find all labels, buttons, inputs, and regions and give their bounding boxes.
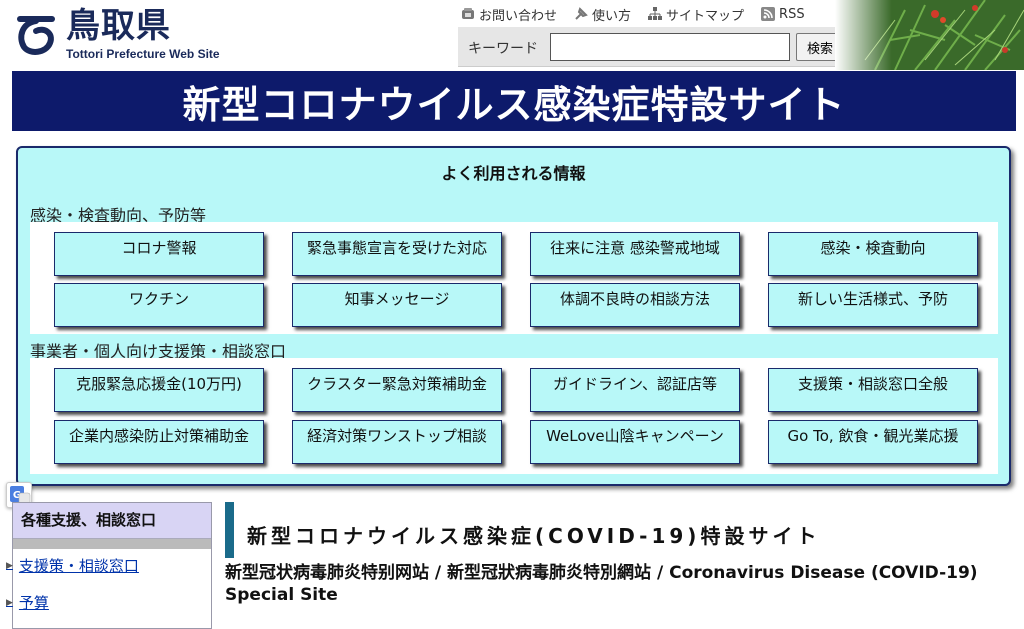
section-label-infection: 感染・検査動向、予防等 (30, 206, 207, 225)
illness-consultation-button[interactable]: 体調不良時の相談方法 (530, 283, 740, 327)
usage-link[interactable]: 使い方 (573, 5, 631, 24)
search-box: キーワード 検索 (458, 27, 906, 67)
contact-link-label: お問い合わせ (479, 8, 558, 24)
goto-support-button[interactable]: Go To, 飲食・観光業応援 (768, 420, 978, 464)
vaccine-button[interactable]: ワクチン (54, 283, 264, 327)
logo-english-text: Tottori Prefecture Web Site (66, 47, 220, 61)
site-header: 鳥取県 Tottori Prefecture Web Site お問い合わせ 使… (0, 0, 1024, 70)
svg-text:G: G (13, 490, 21, 501)
sitemap-link[interactable]: サイトマップ (647, 5, 744, 24)
prefecture-emblem-icon (17, 16, 55, 55)
sitemap-icon (648, 7, 663, 20)
frequently-used-info-panel: よく利用される情報 感染・検査動向、予防等 コロナ警報 緊急事態宣言を受けた対応… (16, 146, 1011, 486)
rss-link[interactable]: RSS (760, 6, 805, 22)
content-heading: 新型コロナウイルス感染症(COVID-19)特設サイト (225, 502, 1015, 558)
sidebar-item-label: 支援策・相談窓口 (18, 557, 139, 575)
sidebar-item-support[interactable]: ▶ 支援策・相談窓口 (6, 555, 139, 576)
section-buttons-infection: コロナ警報 緊急事態宣言を受けた対応 往来に注意 感染警戒地域 感染・検査動向 … (30, 222, 998, 334)
travel-caution-button[interactable]: 往来に注意 感染警戒地域 (530, 232, 740, 276)
corona-alert-button[interactable]: コロナ警報 (54, 232, 264, 276)
welove-sanin-button[interactable]: WeLove山陰キャンペーン (530, 420, 740, 464)
arrow-right-icon: ▶ (6, 560, 13, 571)
new-lifestyle-button[interactable]: 新しい生活様式、予防 (768, 283, 978, 327)
search-input[interactable] (550, 33, 790, 61)
section-buttons-support: 克服緊急応援金(10万円) クラスター緊急対策補助金 ガイドライン、認証店等 支… (30, 358, 998, 474)
search-label: キーワード (468, 41, 538, 57)
arrow-right-icon: ▶ (6, 597, 13, 608)
emergency-support-fund-button[interactable]: 克服緊急応援金(10万円) (54, 368, 264, 412)
cluster-subsidy-button[interactable]: クラスター緊急対策補助金 (292, 368, 502, 412)
utility-links: お問い合わせ 使い方 サイトマップ RSS (460, 4, 805, 24)
workplace-prevention-button[interactable]: 企業内感染防止対策補助金 (54, 420, 264, 464)
logo-japanese-text: 鳥取県 (66, 6, 171, 46)
contact-link[interactable]: お問い合わせ (460, 5, 557, 24)
guidelines-button[interactable]: ガイドライン、認証店等 (530, 368, 740, 412)
sitemap-link-label: サイトマップ (666, 8, 745, 24)
support-general-button[interactable]: 支援策・相談窓口全般 (768, 368, 978, 412)
sidebar-support: 各種支援、相談窓口 (12, 502, 212, 629)
page-title: 新型コロナウイルス感染症(COVID-19)特設サイト (247, 524, 821, 548)
usage-link-label: 使い方 (592, 8, 632, 24)
rss-link-label: RSS (779, 6, 805, 22)
economic-one-stop-button[interactable]: 経済対策ワンストップ相談 (292, 420, 502, 464)
section-label-support: 事業者・個人向け支援策・相談窓口 (30, 342, 287, 361)
phone-icon (462, 8, 474, 19)
rss-icon (761, 7, 776, 21)
covid-banner[interactable]: 新型コロナウイルス感染症特設サイト (12, 71, 1016, 131)
sidebar-item-budget[interactable]: ▶ 予算 (6, 592, 49, 613)
header-plant-photo (835, 0, 1024, 70)
emergency-declaration-button[interactable]: 緊急事態宣言を受けた対応 (292, 232, 502, 276)
governor-message-button[interactable]: 知事メッセージ (292, 283, 502, 327)
site-logo[interactable]: 鳥取県 Tottori Prefecture Web Site (12, 6, 220, 63)
pin-icon (575, 7, 588, 20)
info-panel-title: よく利用される情報 (441, 164, 586, 183)
sidebar-item-label: 予算 (18, 594, 49, 612)
infection-trends-button[interactable]: 感染・検査動向 (768, 232, 978, 276)
heading-accent-bar (225, 502, 234, 558)
sidebar-header: 各種支援、相談窓口 (13, 503, 211, 539)
multilingual-subtitle: 新型冠状病毒肺炎特别网站 / 新型冠狀病毒肺炎特別網站 / Coronaviru… (225, 563, 978, 605)
sidebar-divider (13, 539, 211, 549)
banner-title: 新型コロナウイルス感染症特設サイト (182, 82, 846, 127)
